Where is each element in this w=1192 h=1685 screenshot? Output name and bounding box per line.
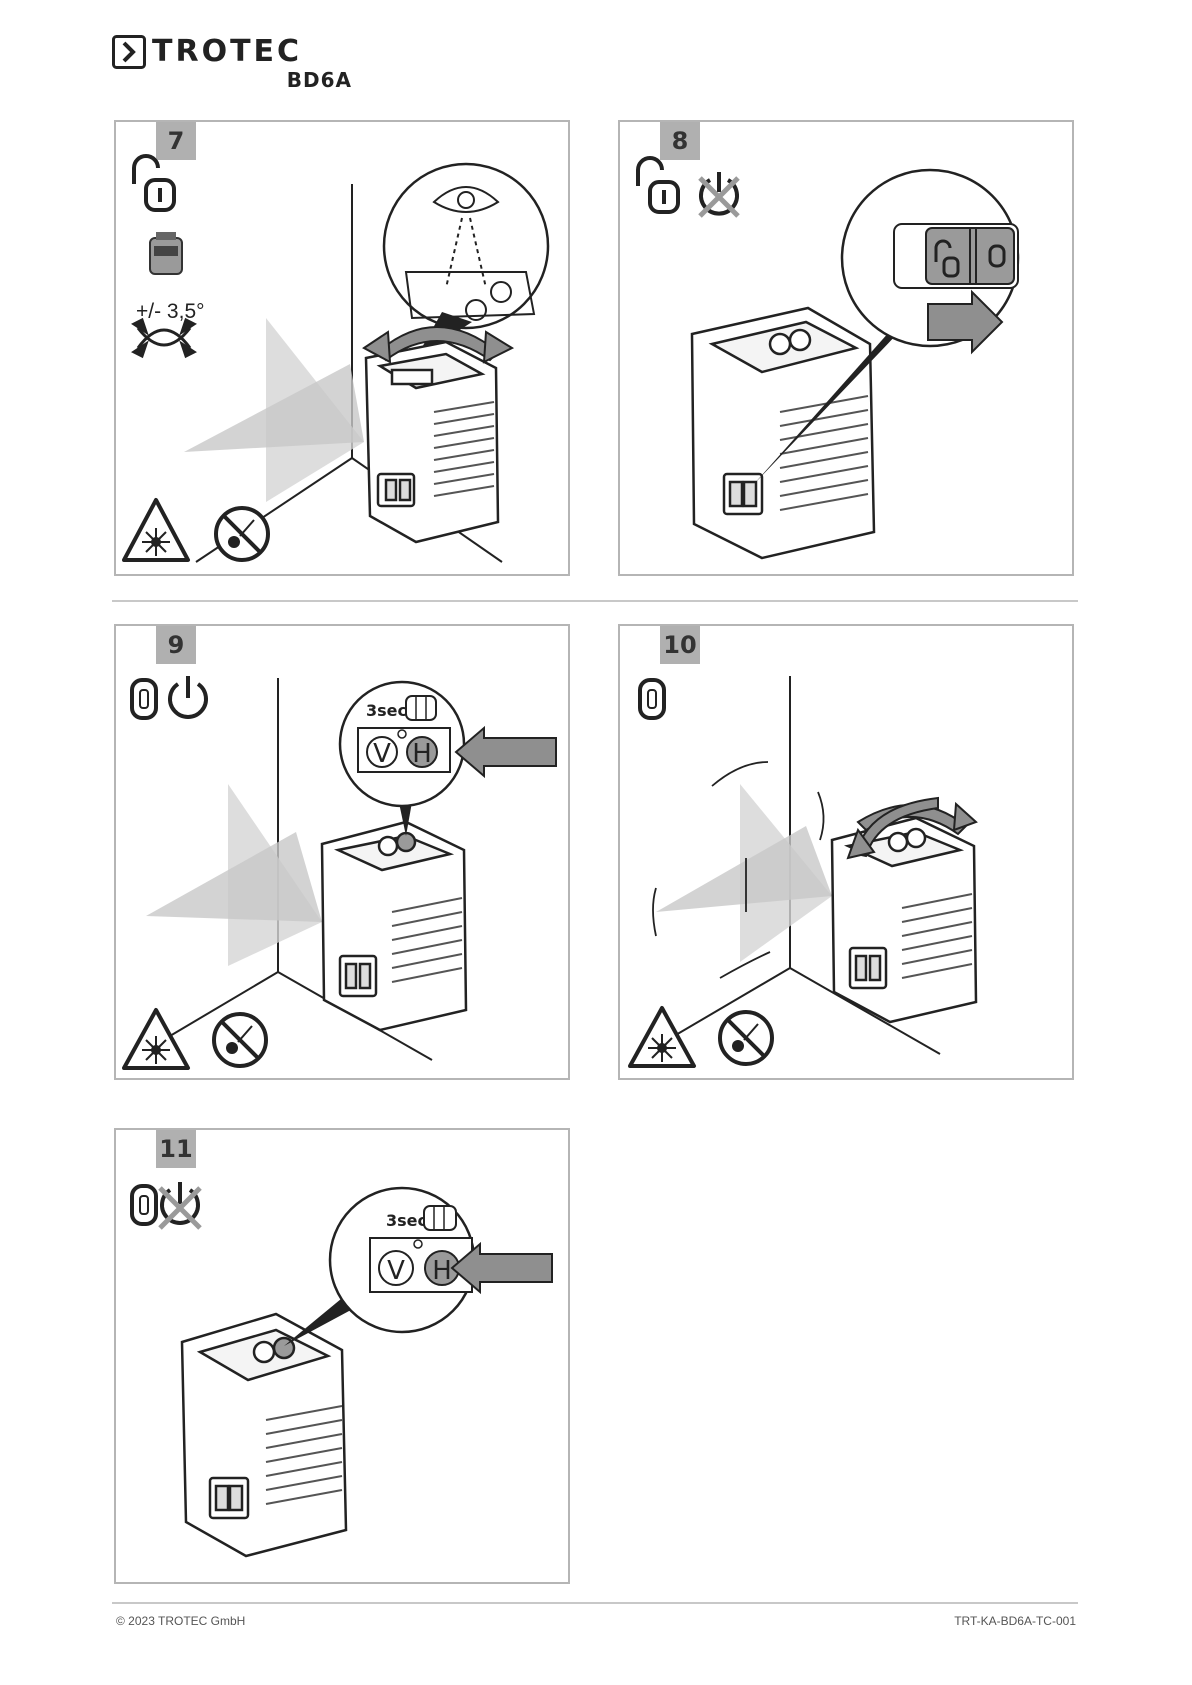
panel-step-9: 9 [114, 624, 570, 1080]
detail-magnifier [384, 164, 548, 328]
unlock-icon [134, 156, 174, 210]
power-off-icon [700, 172, 738, 216]
footer-copyright: © 2023 TROTEC GmbH [116, 1614, 245, 1628]
lock-icon [640, 680, 664, 718]
laser-device-illustration [322, 822, 466, 1030]
press-hand-icon [406, 696, 436, 720]
footer-doc-id: TRT-KA-BD6A-TC-001 [954, 1614, 1076, 1628]
v-button-label: V [373, 739, 391, 769]
hold-timer-label: 3sec [386, 1211, 427, 1230]
laser-warning-icon [124, 1010, 188, 1068]
power-off-icon [160, 1182, 200, 1228]
no-eye-exposure-icon [214, 1014, 266, 1066]
trotec-logo: TROTEC BD6A [112, 34, 352, 94]
laser-device-illustration [182, 1314, 346, 1556]
vh-buttons-detail: V H [358, 728, 450, 772]
panel-step-10: 10 [618, 624, 1074, 1080]
press-arrow-icon [456, 728, 556, 776]
h-button-label: H [432, 1256, 452, 1286]
device-thumbnail-icon [150, 232, 182, 274]
separator [112, 1602, 1078, 1604]
model-name: BD6A [287, 68, 352, 92]
no-eye-exposure-icon [216, 508, 268, 560]
lock-switch-detail [894, 224, 1018, 288]
brand-name: TROTEC [152, 34, 302, 70]
tilt-arrow-icon [134, 320, 194, 356]
laser-device-illustration [692, 308, 874, 558]
panel-step-8: 8 [618, 120, 1074, 576]
v-button-label: V [387, 1256, 405, 1286]
unlock-icon [638, 158, 678, 212]
laser-device-illustration [366, 342, 498, 542]
lock-icon [132, 680, 156, 718]
lock-icon [132, 1186, 156, 1224]
separator [112, 600, 1078, 602]
press-hand-icon [424, 1206, 456, 1230]
h-button-label: H [412, 739, 432, 769]
power-icon [170, 676, 206, 717]
no-eye-exposure-icon [720, 1012, 772, 1064]
panel-step-11: 11 3sec [114, 1128, 570, 1584]
logo-chevron-icon [112, 35, 146, 69]
hold-timer-label: 3sec [366, 701, 407, 720]
laser-warning-icon [124, 500, 188, 560]
panel-step-7: 7 +/- 3,5° [114, 120, 570, 576]
laser-warning-icon [630, 1008, 694, 1066]
